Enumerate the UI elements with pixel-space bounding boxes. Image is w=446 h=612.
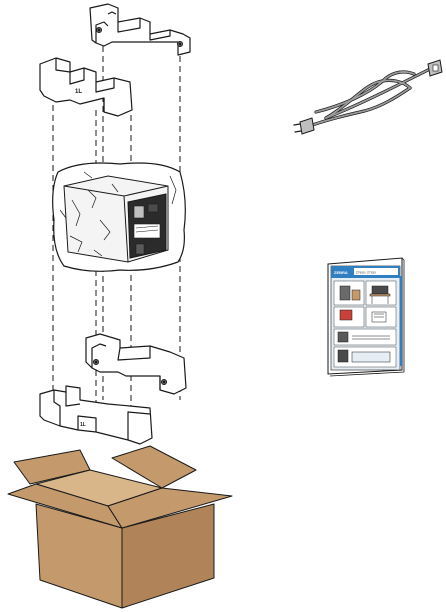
box-flap-front-right bbox=[107, 487, 233, 529]
bottom-foam-end-cap-rear bbox=[85, 333, 187, 395]
foam-marking-label-bottom: 1L bbox=[80, 422, 86, 428]
guide-illustrations bbox=[337, 285, 391, 363]
ac-power-cord bbox=[293, 59, 443, 135]
quick-start-guide: ZEBRA ZT600 / ZT620 bbox=[327, 257, 405, 377]
box-flap-back-right bbox=[111, 445, 197, 489]
guide-title-label: ZT600 / ZT620 bbox=[356, 271, 376, 275]
guide-brand-label: ZEBRA bbox=[334, 270, 348, 275]
top-foam-end-cap-front: 1L bbox=[39, 57, 133, 117]
foam-marking-label: 1L bbox=[75, 89, 82, 95]
top-foam-end-cap-rear bbox=[89, 3, 191, 56]
power-connector-icon bbox=[427, 59, 443, 77]
shipping-box bbox=[7, 445, 233, 609]
power-plug-icon bbox=[293, 117, 315, 135]
plastic-bag-crinkles bbox=[59, 171, 177, 257]
printer-in-plastic-bag bbox=[52, 162, 186, 272]
bottom-foam-end-cap-front: 1L bbox=[39, 385, 153, 445]
